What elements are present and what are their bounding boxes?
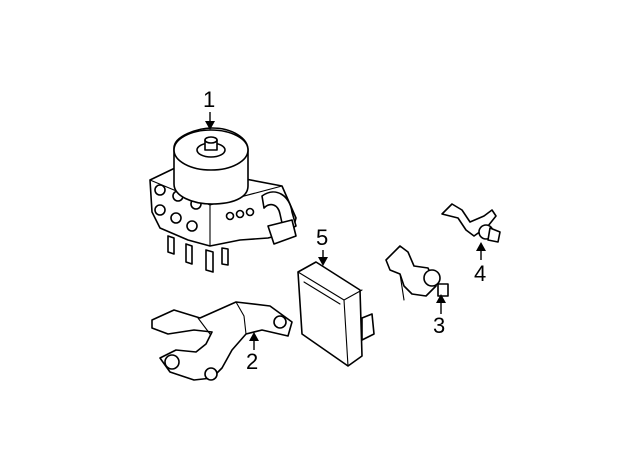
callout-4: 4	[474, 242, 486, 286]
callout-3: 3	[433, 294, 446, 338]
abs-hydraulic-unit	[149, 127, 297, 273]
callout-label-1: 1	[203, 87, 215, 112]
callout-label-2: 2	[246, 349, 258, 374]
sensor-part	[441, 203, 501, 243]
control-module	[297, 261, 375, 367]
callout-arrowhead-1	[205, 121, 215, 130]
speed-sensor	[385, 245, 449, 301]
callout-label-3: 3	[433, 313, 445, 338]
callout-2: 2	[246, 332, 259, 374]
callout-1: 1	[203, 87, 215, 130]
callout-label-5: 5	[316, 225, 328, 250]
mounting-bracket	[151, 301, 293, 381]
callout-arrowhead-3	[436, 294, 446, 303]
callout-arrowhead-4	[476, 242, 486, 251]
callout-arrowhead-5	[318, 257, 328, 266]
callout-label-4: 4	[474, 261, 486, 286]
callout-arrowhead-2	[249, 332, 259, 341]
callout-5: 5	[316, 225, 328, 266]
